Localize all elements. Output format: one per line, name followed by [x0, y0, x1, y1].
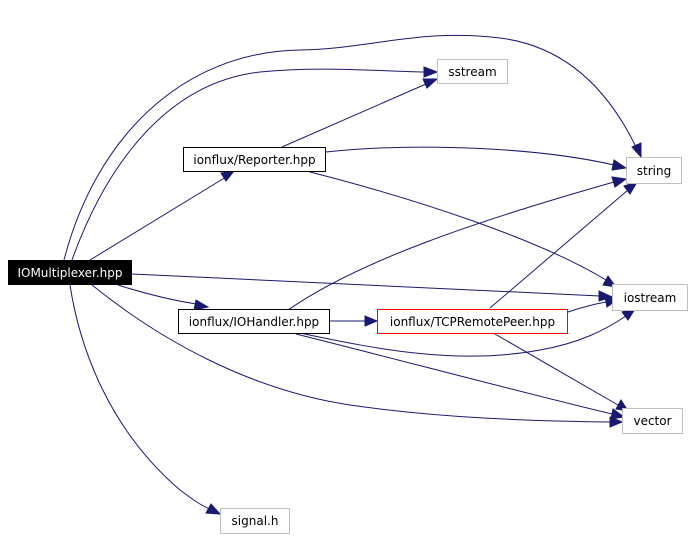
- edge-arrow: [364, 315, 379, 327]
- node-label: ionflux/TCPRemotePeer.hpp: [389, 314, 556, 329]
- node-iostream[interactable]: iostream: [612, 284, 688, 311]
- edge-iomultiplexer-iostream: [131, 273, 601, 297]
- node-sstream[interactable]: sstream: [437, 59, 508, 84]
- edge-arrow: [611, 176, 628, 188]
- edge-tcpremotepeer-vector: [494, 333, 619, 406]
- edge-iomultiplexer-sstream: [71, 68, 426, 261]
- edge-tcpremotepeer-iostream: [567, 301, 607, 313]
- edge-reporter-sstream: [281, 83, 427, 148]
- node-string[interactable]: string: [626, 157, 682, 184]
- edge-iomultiplexer-iohandler: [117, 284, 197, 305]
- edge-iohandler-vector: [295, 333, 613, 415]
- edge-arrow: [611, 159, 628, 171]
- node-vector[interactable]: vector: [622, 408, 683, 434]
- node-label: iostream: [623, 290, 677, 305]
- edge-arrow: [623, 181, 639, 195]
- node-iohandler[interactable]: ionflux/IOHandler.hpp: [178, 309, 330, 334]
- node-label: string: [636, 163, 672, 178]
- node-label: ionflux/Reporter.hpp: [193, 152, 316, 167]
- node-tcpremotepeer[interactable]: ionflux/TCPRemotePeer.hpp: [377, 309, 568, 334]
- edge-arrow: [220, 170, 236, 182]
- node-label: IOMultiplexer.hpp: [17, 265, 123, 280]
- node-label: signal.h: [231, 514, 279, 528]
- edge-arrow: [422, 78, 439, 89]
- edge-arrow: [423, 66, 439, 78]
- edge-tcpremotepeer-string: [489, 189, 629, 309]
- edge-reporter-iostream: [309, 171, 607, 281]
- node-label: sstream: [448, 64, 497, 79]
- node-label: ionflux/IOHandler.hpp: [188, 314, 320, 329]
- node-signal[interactable]: signal.h: [220, 508, 290, 534]
- edge-iomultiplexer-reporter: [89, 176, 227, 261]
- edge-arrow: [205, 503, 222, 515]
- edge-arrow: [631, 142, 642, 159]
- edge-arrow: [193, 299, 210, 311]
- node-iomultiplexer[interactable]: IOMultiplexer.hpp: [8, 260, 132, 285]
- node-reporter[interactable]: ionflux/Reporter.hpp: [183, 147, 326, 172]
- edge-arrow: [609, 416, 624, 428]
- edge-iomultiplexer-signal: [69, 284, 211, 510]
- edge-iohandler-iostream: [299, 315, 627, 357]
- edge-reporter-string: [325, 146, 615, 166]
- edge-iomultiplexer-string: [63, 34, 637, 261]
- edge-iohandler-string: [287, 181, 615, 311]
- node-label: vector: [633, 414, 672, 428]
- edge-iomultiplexer-vector: [91, 284, 611, 423]
- edge-arrow: [610, 408, 626, 420]
